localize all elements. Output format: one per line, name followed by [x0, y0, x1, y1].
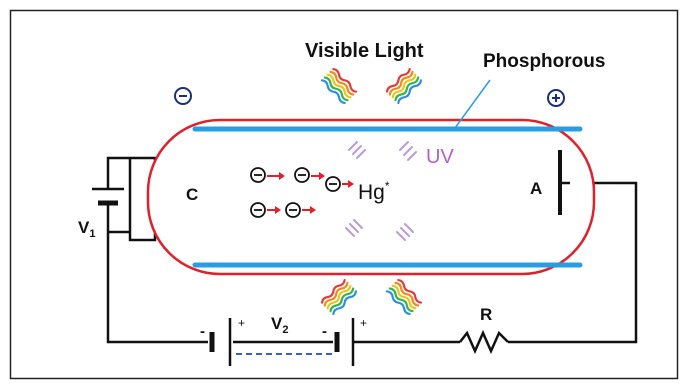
anode-plate — [558, 150, 570, 215]
v2-left-minus-sign: - — [200, 323, 205, 340]
phosphorous-pointer — [454, 79, 491, 129]
anode-terminal-icon — [547, 89, 565, 107]
resistor-label: R — [480, 305, 492, 324]
phosphorous-label: Phosphorous — [483, 51, 605, 72]
v1-subscript: 1 — [89, 228, 95, 240]
uv-emission-icon — [345, 141, 417, 241]
v2-right-plus-sign: + — [360, 316, 367, 330]
visible-light-label: Visible Light — [305, 40, 424, 62]
anode-label: A — [530, 179, 542, 198]
v2-right-minus-sign: - — [322, 323, 327, 340]
uv-label: UV — [426, 146, 454, 168]
resistor-r — [459, 329, 509, 355]
electron-icon — [294, 167, 325, 183]
electron-icon — [285, 202, 316, 218]
v2-symbol: V — [271, 314, 283, 333]
mercury-symbol: Hg — [358, 181, 385, 204]
electron-icon — [250, 202, 281, 218]
electron-icon — [325, 176, 354, 192]
cathode-label: C — [186, 185, 198, 204]
battery-v2 — [209, 318, 355, 366]
visible-light-icon — [320, 67, 423, 316]
v1-label: V1 — [78, 218, 95, 240]
electron-icon — [250, 167, 285, 183]
excited-mark: * — [385, 179, 390, 193]
v2-subscript: 2 — [282, 324, 288, 336]
battery-v1 — [92, 175, 124, 232]
v2-label: V2 — [271, 314, 288, 336]
v2-left-plus-sign: + — [238, 316, 245, 330]
mercury-label: Hg* — [358, 179, 390, 204]
tube-outline — [146, 118, 596, 276]
electron-group — [250, 167, 354, 218]
v1-symbol: V — [78, 218, 90, 237]
outer-frame — [9, 9, 679, 380]
cathode-terminal-icon — [174, 87, 192, 105]
